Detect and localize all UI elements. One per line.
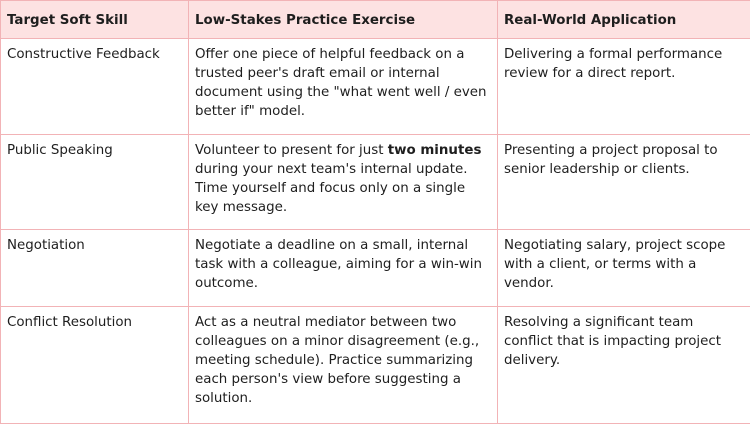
table-body: Constructive Feedback Offer one piece of…: [1, 39, 750, 424]
header-target-soft-skill: Target Soft Skill: [1, 1, 189, 39]
practice-text-end: during your next team's internal update.…: [195, 162, 467, 215]
practice-text-emphasis: two minutes: [388, 143, 482, 158]
table-header: Target Soft Skill Low-Stakes Practice Ex…: [1, 1, 750, 39]
cell-application: Negotiating salary, project scope with a…: [498, 230, 750, 307]
cell-application: Resolving a significant team conflict th…: [498, 307, 750, 424]
cell-skill: Conflict Resolution: [1, 307, 189, 424]
table-row: Constructive Feedback Offer one piece of…: [1, 39, 750, 135]
cell-application: Presenting a project proposal to senior …: [498, 135, 750, 230]
cell-practice: Offer one piece of helpful feedback on a…: [189, 39, 498, 135]
header-real-world-application: Real-World Application: [498, 1, 750, 39]
header-low-stakes-practice: Low-Stakes Practice Exercise: [189, 1, 498, 39]
table-row: Negotiation Negotiate a deadline on a sm…: [1, 230, 750, 307]
cell-practice: Act as a neutral mediator between two co…: [189, 307, 498, 424]
table-row: Conflict Resolution Act as a neutral med…: [1, 307, 750, 424]
cell-skill: Negotiation: [1, 230, 189, 307]
header-row: Target Soft Skill Low-Stakes Practice Ex…: [1, 1, 750, 39]
cell-skill: Public Speaking: [1, 135, 189, 230]
cell-skill: Constructive Feedback: [1, 39, 189, 135]
cell-application: Delivering a formal performance review f…: [498, 39, 750, 135]
table-row: Public Speaking Volunteer to present for…: [1, 135, 750, 230]
cell-practice: Volunteer to present for just two minute…: [189, 135, 498, 230]
cell-practice: Negotiate a deadline on a small, interna…: [189, 230, 498, 307]
practice-text-start: Volunteer to present for just: [195, 143, 388, 158]
